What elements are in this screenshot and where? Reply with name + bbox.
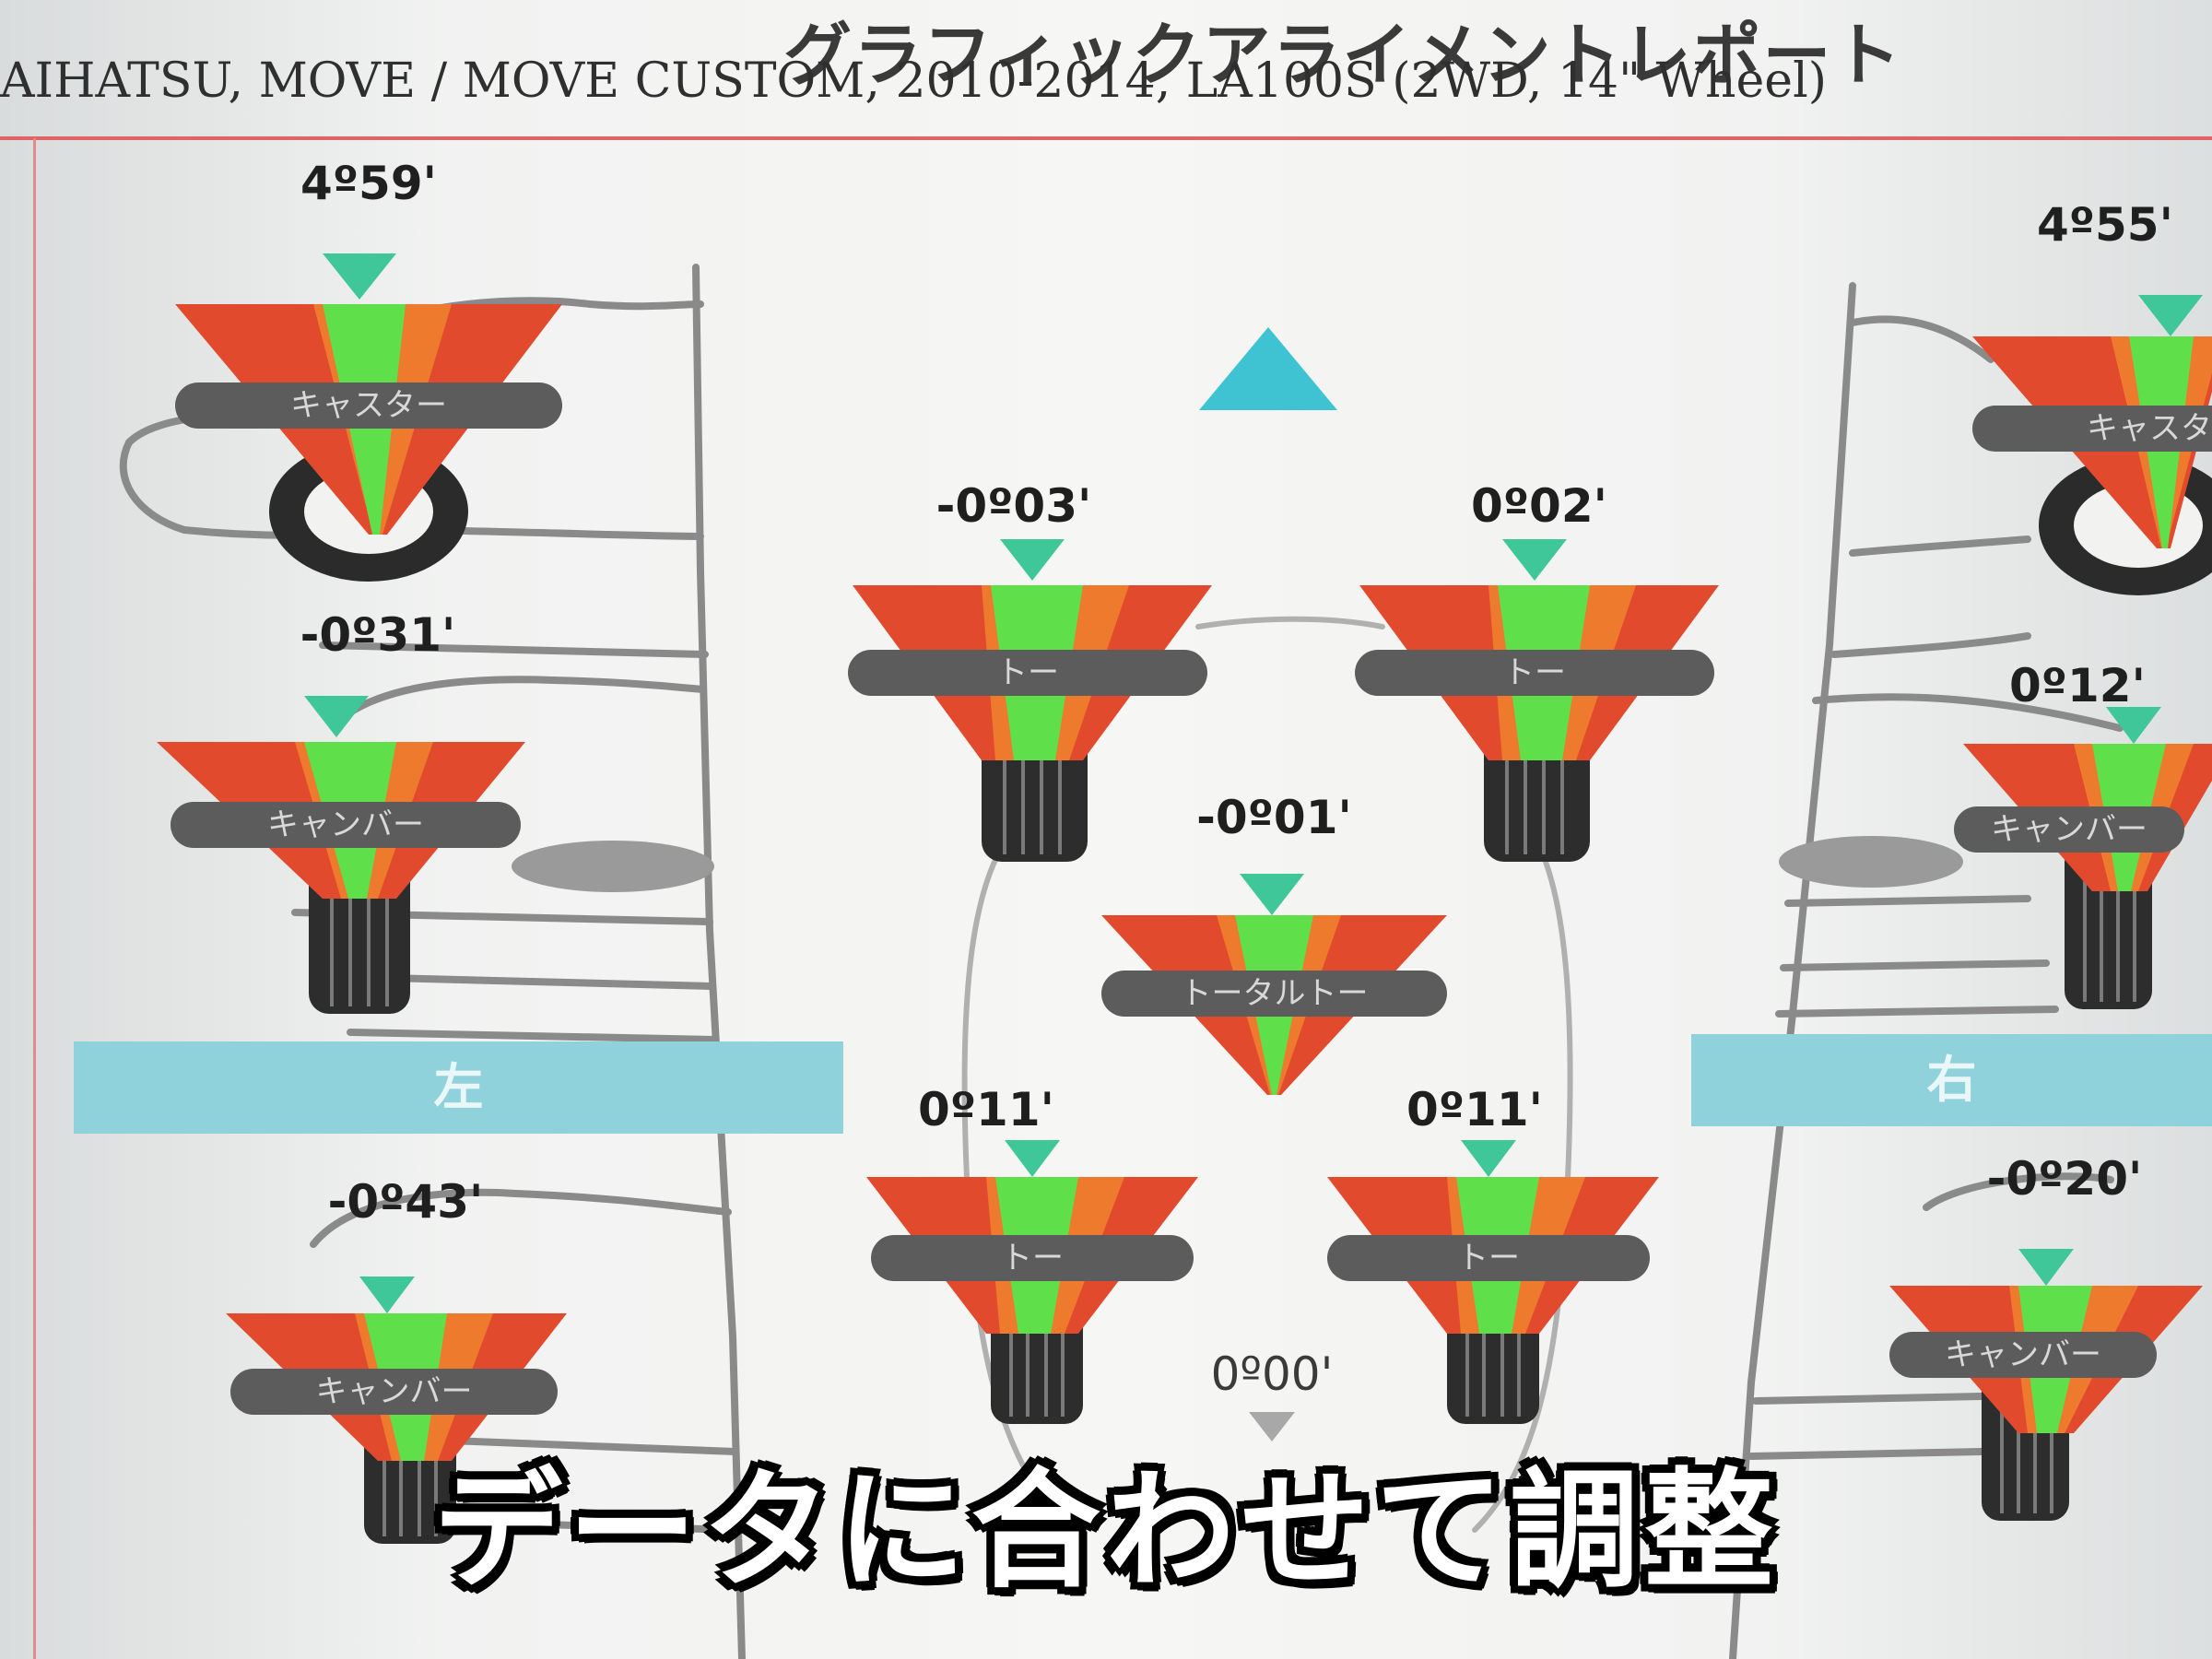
pointer-icon <box>304 696 369 737</box>
pointer-icon <box>2018 1249 2074 1286</box>
caption-overlay: データに合わせて調整 <box>432 1456 1779 1606</box>
gauge-value: -0º01' <box>1196 791 1352 844</box>
gauge-label: トータルトー <box>1101 971 1447 1017</box>
front-left-toe-gauge: -0º03' トー <box>848 479 1217 866</box>
gauge-label: キャンバー <box>1889 1332 2157 1378</box>
pointer-icon <box>1000 539 1065 581</box>
gauge-value: -0º43' <box>327 1175 484 1229</box>
pointer-icon <box>2138 295 2203 336</box>
report-title: グラフィックアライメントレポート <box>783 16 1903 95</box>
gauge-value: -0º20' <box>1986 1152 2143 1206</box>
gauge-value: 4º59' <box>300 157 437 210</box>
front-total-toe-gauge: -0º01' トータルトー <box>1101 791 1447 1095</box>
forward-arrow-icon <box>1199 327 1337 410</box>
vehicle-info: AIHATSU, MOVE / MOVE CUSTOM, 2010-2014, … <box>0 53 1827 109</box>
pointer-icon <box>1502 539 1567 581</box>
pointer-icon <box>359 1277 415 1313</box>
rear-right-camber-gauge: -0º20' キャンバー <box>1889 1152 2203 1521</box>
front-left-camber-gauge: -0º31' キャンバー <box>157 608 525 1014</box>
gauge-label: トー <box>848 650 1207 696</box>
gauge-label: トー <box>871 1235 1194 1281</box>
gauge-value: 0º11' <box>1406 1083 1543 1136</box>
left-border <box>33 138 36 1659</box>
front-right-camber-gauge: 0º12' キャンバー <box>1954 659 2212 1009</box>
gauge-label: キャンバー <box>230 1369 558 1415</box>
pointer-icon <box>1249 1412 1295 1441</box>
pointer-icon <box>2106 707 2161 744</box>
rear-right-toe-gauge: 0º11' トー <box>1327 1083 1659 1424</box>
gauge-value: -0º31' <box>300 608 456 662</box>
gauge-label: キャンバー <box>1954 806 2184 853</box>
rear-left-camber-gauge: -0º43' キャンバー <box>226 1175 567 1544</box>
pointer-icon <box>1005 1140 1060 1177</box>
rear-left-toe-gauge: 0º11' トー <box>866 1083 1198 1424</box>
pointer-icon <box>323 253 396 300</box>
left-side-label: 左 <box>74 1041 843 1134</box>
right-side-label: 右 <box>1691 1034 2212 1126</box>
gauge-value: -0º03' <box>935 479 1092 533</box>
gauge-value: 0º00' <box>1210 1347 1334 1401</box>
gauge-value: 0º11' <box>918 1083 1054 1136</box>
front-right-caster-gauge: 4º55' キャスタ <box>1972 198 2212 595</box>
gauge-value: 4º55' <box>2037 198 2173 252</box>
gauge-label: トー <box>1327 1235 1650 1281</box>
header-divider <box>0 136 2212 140</box>
gauge-value: 0º12' <box>2009 659 2146 712</box>
gauge-label: トー <box>1355 650 1714 696</box>
gauge-label: キャスタ <box>1972 406 2212 452</box>
pointer-icon <box>1461 1140 1516 1177</box>
front-left-caster-gauge: 4º59' キャスター <box>175 157 562 590</box>
gauge-value: 0º02' <box>1471 479 1607 533</box>
pointer-icon <box>1240 874 1304 915</box>
gauge-label: キャスター <box>175 382 562 429</box>
front-right-toe-gauge: 0º02' トー <box>1355 479 1724 866</box>
rear-total-toe-gauge: 0º00' <box>1115 1347 1429 1477</box>
gauge-label: キャンバー <box>171 802 521 848</box>
